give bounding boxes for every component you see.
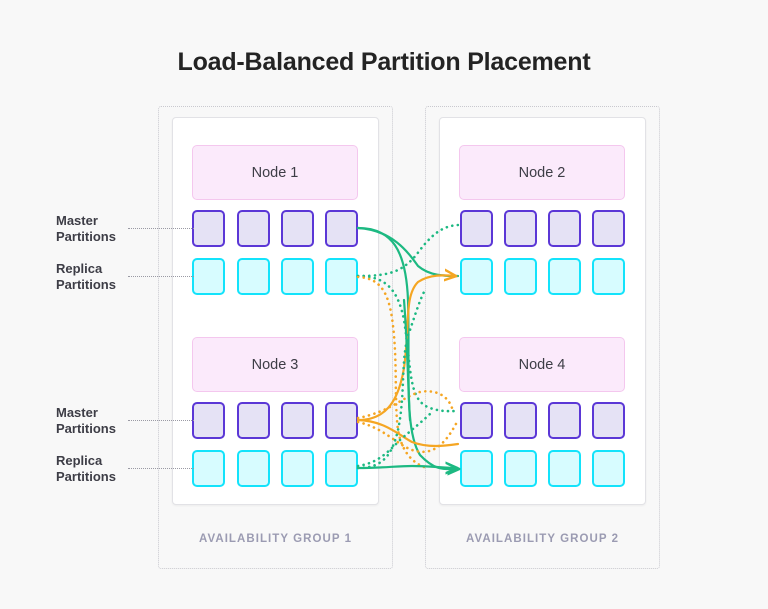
node-1-master-partition-1[interactable] (192, 210, 225, 247)
replica-partitions-label-top: Replica Partitions (56, 261, 116, 292)
node-3-master-partition-2[interactable] (237, 402, 270, 439)
node-3-replica-partition-2[interactable] (237, 450, 270, 487)
node-2-master-partition-3[interactable] (548, 210, 581, 247)
node-3-master-partition-1[interactable] (192, 402, 225, 439)
node-2-header[interactable]: Node 2 (459, 145, 625, 200)
node-1-replica-partition-1[interactable] (192, 258, 225, 295)
replica-partitions-label-bottom: Replica Partitions (56, 453, 116, 484)
node-4-label: Node 4 (518, 356, 566, 373)
link-vertical-green-segment (402, 298, 412, 422)
node-2-replica-partition-3[interactable] (548, 258, 581, 295)
node-3-master-partition-4[interactable] (325, 402, 358, 439)
node-2-master-partition-1[interactable] (460, 210, 493, 247)
node-2-replica-partition-4[interactable] (592, 258, 625, 295)
node-2-master-partition-4[interactable] (592, 210, 625, 247)
node-4-replica-partition-1[interactable] (460, 450, 493, 487)
node-4-master-partition-1[interactable] (460, 402, 493, 439)
node-1-master-partition-3[interactable] (281, 210, 314, 247)
leader-line-master-top (128, 228, 194, 229)
node-3-replica-partition-1[interactable] (192, 450, 225, 487)
node-1-header[interactable]: Node 1 (192, 145, 358, 200)
node-2-replica-partition-1[interactable] (460, 258, 493, 295)
availability-group-2-label: AVAILABILITY GROUP 2 (465, 533, 620, 545)
availability-group-1-label: AVAILABILITY GROUP 1 (198, 533, 353, 545)
node-4-replica-partition-4[interactable] (592, 450, 625, 487)
node-4-master-partition-3[interactable] (548, 402, 581, 439)
node-3-replica-partition-4[interactable] (325, 450, 358, 487)
leader-line-replica-top (128, 276, 194, 277)
node-4-master-partition-2[interactable] (504, 402, 537, 439)
node-1-replica-partition-2[interactable] (237, 258, 270, 295)
leader-line-replica-bottom (128, 468, 194, 469)
node-4-master-partition-4[interactable] (592, 402, 625, 439)
node-4-header[interactable]: Node 4 (459, 337, 625, 392)
node-4-replica-partition-2[interactable] (504, 450, 537, 487)
node-1-master-partition-4[interactable] (325, 210, 358, 247)
node-3-replica-partition-3[interactable] (281, 450, 314, 487)
node-2-replica-partition-2[interactable] (504, 258, 537, 295)
node-1-master-partition-2[interactable] (237, 210, 270, 247)
node-2-master-partition-2[interactable] (504, 210, 537, 247)
master-partitions-label-top: Master Partitions (56, 213, 116, 244)
leader-line-master-bottom (128, 420, 194, 421)
node-3-master-partition-3[interactable] (281, 402, 314, 439)
page-title: Load-Balanced Partition Placement (177, 48, 591, 76)
node-1-label: Node 1 (251, 164, 299, 181)
master-partitions-label-bottom: Master Partitions (56, 405, 116, 436)
node-4-replica-partition-3[interactable] (548, 450, 581, 487)
node-1-replica-partition-3[interactable] (281, 258, 314, 295)
node-3-label: Node 3 (251, 356, 299, 373)
node-3-header[interactable]: Node 3 (192, 337, 358, 392)
node-2-label: Node 2 (518, 164, 566, 181)
node-1-replica-partition-4[interactable] (325, 258, 358, 295)
